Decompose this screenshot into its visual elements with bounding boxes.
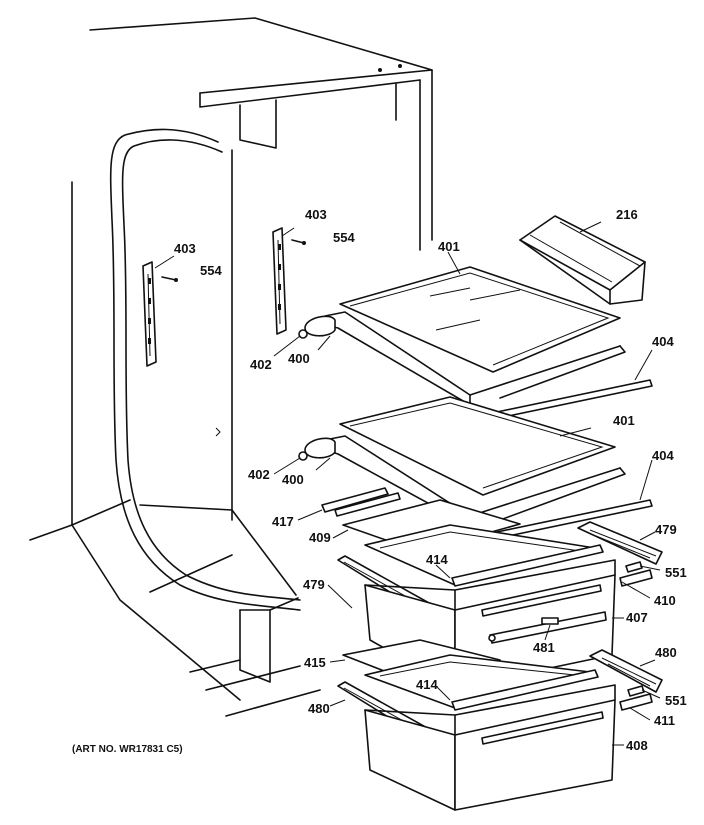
shelf-rail-right bbox=[272, 227, 306, 335]
label-403-right: 403 bbox=[305, 207, 327, 222]
part-labels: 216 401 403 554 403 554 402 400 404 401 … bbox=[72, 207, 687, 755]
label-480-left: 480 bbox=[308, 701, 330, 716]
label-414-lower: 414 bbox=[416, 677, 438, 692]
label-411: 411 bbox=[654, 713, 675, 728]
label-479-left: 479 bbox=[303, 577, 325, 592]
label-415: 415 bbox=[304, 655, 326, 670]
label-551-upper: 551 bbox=[665, 565, 687, 580]
bin-216 bbox=[519, 215, 646, 305]
pan-frame-lower bbox=[364, 654, 599, 711]
label-554-right: 554 bbox=[333, 230, 355, 245]
lower-shelf-trim-404 bbox=[496, 499, 653, 539]
label-401-lower: 401 bbox=[613, 413, 635, 428]
label-407: 407 bbox=[626, 610, 648, 625]
pan-support-417 bbox=[321, 487, 401, 517]
label-479-right: 479 bbox=[655, 522, 677, 537]
trim-551-411-lower bbox=[619, 685, 653, 711]
upper-shelf-glass bbox=[339, 266, 621, 373]
pan-408 bbox=[364, 684, 616, 811]
label-481: 481 bbox=[533, 640, 555, 655]
art-number: (ART NO. WR17831 C5) bbox=[72, 744, 183, 755]
label-414-upper: 414 bbox=[426, 552, 448, 567]
label-400-lower: 400 bbox=[282, 472, 304, 487]
pan-frame-upper bbox=[364, 524, 604, 587]
lower-shelf-frame bbox=[298, 435, 626, 527]
label-402-lower: 402 bbox=[248, 467, 270, 482]
slide-right-480 bbox=[589, 649, 663, 693]
label-480-right: 480 bbox=[655, 645, 677, 660]
label-216: 216 bbox=[616, 207, 638, 222]
label-404-upper: 404 bbox=[652, 334, 674, 349]
refrigerator-cabinet bbox=[29, 17, 433, 717]
label-404-lower: 404 bbox=[652, 448, 674, 463]
label-409: 409 bbox=[309, 530, 331, 545]
label-554-left: 554 bbox=[200, 263, 222, 278]
label-401-upper: 401 bbox=[438, 239, 460, 254]
leader-lines bbox=[154, 221, 661, 746]
slide-right-479 bbox=[577, 521, 663, 565]
label-551-lower: 551 bbox=[665, 693, 687, 708]
label-402-upper: 402 bbox=[250, 357, 272, 372]
label-410: 410 bbox=[654, 593, 676, 608]
label-417: 417 bbox=[272, 514, 294, 529]
label-408: 408 bbox=[626, 738, 648, 753]
label-403-left: 403 bbox=[174, 241, 196, 256]
label-400-upper: 400 bbox=[288, 351, 310, 366]
lower-shelf-glass bbox=[339, 396, 616, 496]
upper-shelf-frame bbox=[298, 311, 626, 406]
trim-551-410-upper bbox=[619, 561, 653, 587]
shelf-rail-left bbox=[142, 261, 178, 367]
